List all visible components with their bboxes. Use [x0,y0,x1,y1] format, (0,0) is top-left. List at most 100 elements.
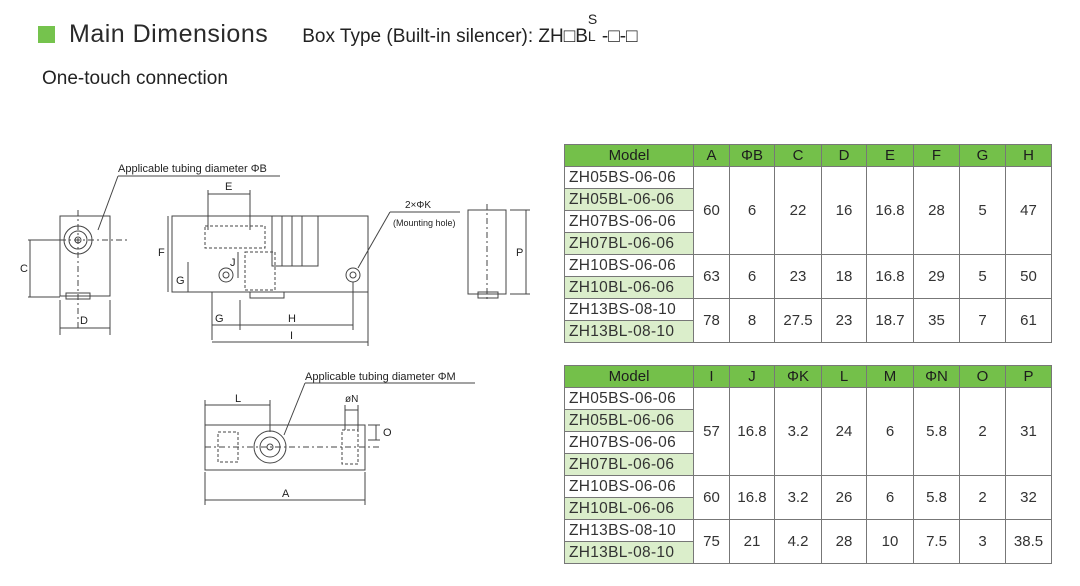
column-header: G [959,144,1006,167]
dimension-drawing: Applicable tubing diameter ΦB Applicable… [20,163,530,505]
value-cell: 38.5 [1005,519,1052,564]
value-cell: 28 [913,166,960,255]
model-cell: ZH10BL-06-06 [564,276,694,299]
callout-tubing-b: Applicable tubing diameter ΦB [118,163,267,175]
table-row: ZH10BL-06-06 [564,497,1052,520]
value-cell: 18 [821,254,867,299]
column-header: ΦK [774,365,822,388]
value-cell: 2 [959,387,1006,476]
model-cell: ZH07BS-06-06 [564,210,694,233]
dim-a: A [282,488,290,500]
value-cell: 24 [821,387,867,476]
dim-e: E [225,181,232,193]
value-cell: 35 [913,298,960,343]
value-cell: 2 [959,475,1006,520]
value-cell: 16.8 [729,387,775,476]
column-header: F [913,144,960,167]
variant-top: S [587,11,598,27]
column-header: A [693,144,730,167]
section-header: Main Dimensions Box Type (Built-in silen… [38,12,638,49]
main-title: Main Dimensions [69,20,269,48]
value-cell: 50 [1005,254,1052,299]
value-cell: 21 [729,519,775,564]
column-header: P [1005,365,1052,388]
value-cell: 16.8 [866,166,914,255]
model-cell: ZH07BL-06-06 [564,453,694,476]
table-row: ZH05BL-06-06 [564,409,1052,432]
model-cell: ZH13BL-08-10 [564,320,694,343]
value-cell: 78 [693,298,730,343]
value-cell: 6 [866,387,914,476]
column-header: J [729,365,775,388]
value-cell: 7.5 [913,519,960,564]
value-cell: 47 [1005,166,1052,255]
model-cell: ZH13BL-08-10 [564,541,694,564]
value-cell: 6 [729,166,775,255]
model-cell: ZH05BS-06-06 [564,166,694,189]
value-cell: 5 [959,166,1006,255]
value-cell: 28 [821,519,867,564]
subtitle: One-touch connection [42,68,228,89]
model-cell: ZH05BS-06-06 [564,387,694,410]
value-cell: 22 [774,166,822,255]
dim-d: D [80,315,88,327]
table-row: ZH07BL-06-06 [564,453,1052,476]
model-cell: ZH13BS-08-10 [564,298,694,321]
value-cell: 75 [693,519,730,564]
value-cell: 16.8 [866,254,914,299]
value-cell: 61 [1005,298,1052,343]
mount-hole-count: 2×ΦK [405,200,431,211]
dim-i: I [290,330,293,342]
dim-j: J [230,257,236,269]
dim-p: P [516,247,523,259]
column-header: O [959,365,1006,388]
value-cell: 29 [913,254,960,299]
dim-f: F [158,247,165,259]
table-row: ZH10BL-06-06 [564,276,1052,299]
value-cell: 16.8 [729,475,775,520]
value-cell: 3.2 [774,387,822,476]
dim-g-vert: G [176,275,185,287]
value-cell: 4.2 [774,519,822,564]
value-cell: 57 [693,387,730,476]
box-type-prefix: Box Type (Built-in silencer): ZH□B [302,26,588,47]
table-row: ZH07BS-06-06 [564,210,1052,233]
model-cell: ZH10BS-06-06 [564,254,694,277]
table-row: ZH05BL-06-06 [564,188,1052,211]
dim-h: H [288,313,296,325]
value-cell: 3 [959,519,1006,564]
value-cell: 31 [1005,387,1052,476]
dim-l: L [235,393,241,405]
callout-tubing-m: Applicable tubing diameter ΦM [305,371,456,383]
model-cell: ZH07BL-06-06 [564,232,694,255]
value-cell: 60 [693,166,730,255]
model-cell: ZH10BS-06-06 [564,475,694,498]
column-header: ΦN [913,365,960,388]
value-cell: 23 [774,254,822,299]
table-row: ZH13BL-08-10 [564,541,1052,564]
box-type-suffix: -□-□ [601,26,638,47]
value-cell: 60 [693,475,730,520]
value-cell: 6 [729,254,775,299]
column-header: D [821,144,867,167]
column-header: C [774,144,822,167]
mount-hole-label: (Mounting hole) [393,218,456,228]
value-cell: 6 [866,475,914,520]
model-cell: ZH05BL-06-06 [564,188,694,211]
value-cell: 7 [959,298,1006,343]
variant-bottom: L [587,28,596,44]
column-header: I [693,365,730,388]
column-header: L [821,365,867,388]
value-cell: 32 [1005,475,1052,520]
table-row: ZH13BL-08-10 [564,320,1052,343]
value-cell: 23 [821,298,867,343]
